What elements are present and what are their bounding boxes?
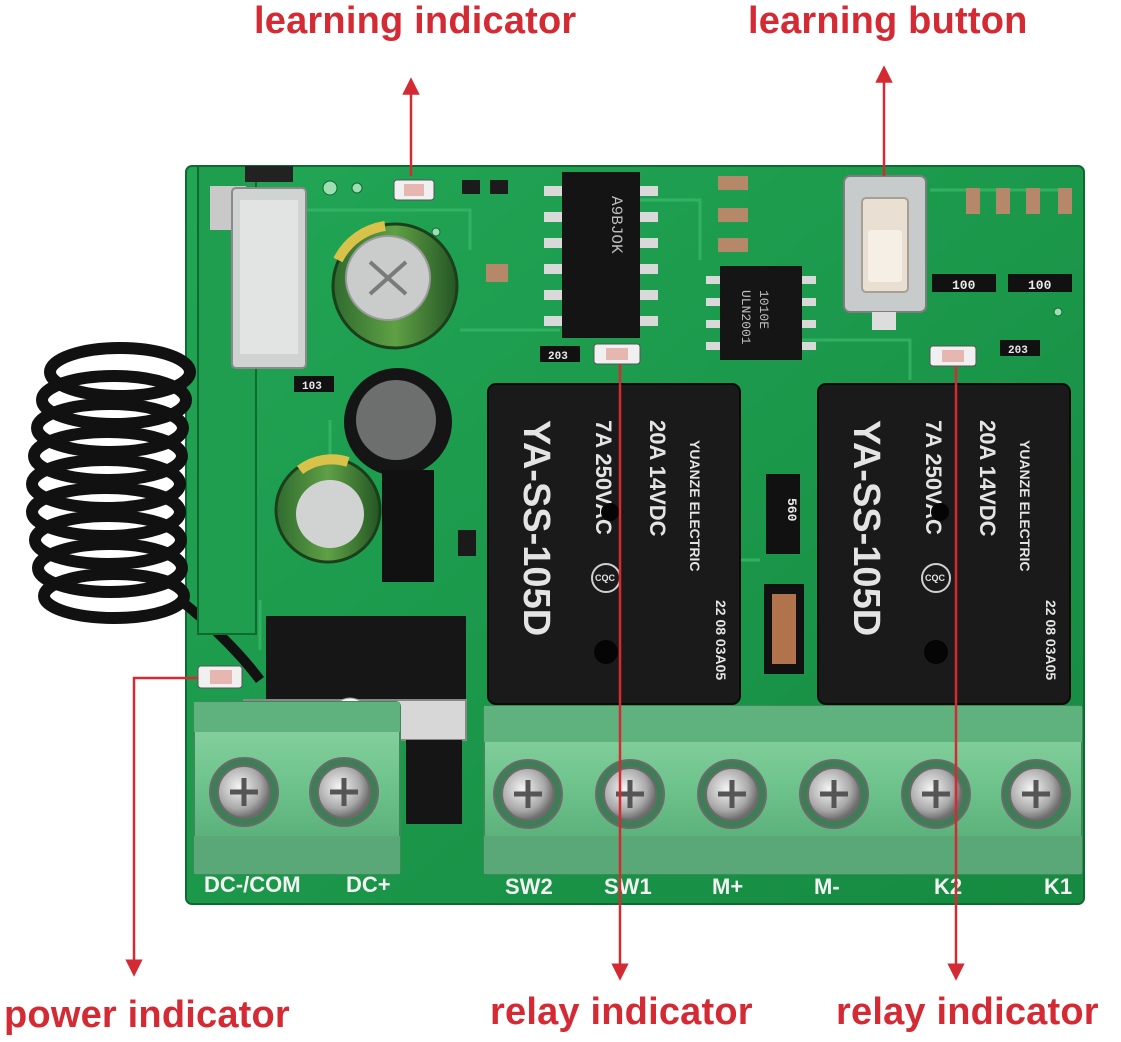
terminal-label-m-minus: M- xyxy=(814,874,840,899)
terminal-label-sw1: SW1 xyxy=(604,874,652,899)
svg-text:YUANZE ELECTRIC: YUANZE ELECTRIC xyxy=(1017,440,1033,571)
rf-module xyxy=(197,165,307,635)
relay-indicator-led-left xyxy=(593,343,641,365)
tantalum-cap xyxy=(764,584,804,674)
relay-left: YA-SS-105D 7A 250VAC 20A 14VDC YUANZE EL… xyxy=(487,383,741,705)
inductor xyxy=(344,368,452,582)
antenna-coil xyxy=(26,342,264,684)
driver-ic-code: 1010E xyxy=(756,290,771,329)
resistor-array-left: 100 xyxy=(932,274,996,293)
terminal-screws xyxy=(209,757,1071,829)
svg-text:YA-SS-105D: YA-SS-105D xyxy=(515,420,557,636)
relay-right: YA-SS-105D 7A 250VAC 20A 14VDC YUANZE EL… xyxy=(817,383,1071,705)
terminal-label-k1: K1 xyxy=(1044,874,1072,899)
driver-ic: 1010E ULN2001 xyxy=(706,266,816,360)
svg-text:YA-SS-105D: YA-SS-105D xyxy=(845,420,887,636)
relay-indicator-led-right xyxy=(929,345,977,367)
terminal-label-k2: K2 xyxy=(934,874,962,899)
svg-text:20A 14VDC: 20A 14VDC xyxy=(645,420,670,537)
relay-indicator-label-left: relay indicator xyxy=(490,991,753,1033)
learning-button-label: learning button xyxy=(748,0,1028,42)
resistor-array-right: 100 xyxy=(1008,274,1072,293)
relay-indicator-label-right: relay indicator xyxy=(836,991,1099,1033)
arrow-power-indicator xyxy=(125,676,198,977)
svg-text:22 08 03A05: 22 08 03A05 xyxy=(1043,600,1059,680)
capacitor-small xyxy=(274,454,382,564)
terminal-block-output xyxy=(483,705,1083,875)
svg-text:103: 103 xyxy=(302,381,322,393)
svg-text:100: 100 xyxy=(952,278,976,293)
svg-text:YUANZE ELECTRIC: YUANZE ELECTRIC xyxy=(687,440,703,571)
capacitor-large xyxy=(331,221,459,350)
power-indicator-label: power indicator xyxy=(4,994,290,1036)
smd-components xyxy=(458,176,1072,556)
terminal-label-dc-com: DC-/COM xyxy=(204,872,301,897)
main-ic: A9BJOK xyxy=(544,172,658,338)
svg-text:CQC: CQC xyxy=(595,573,616,583)
learning-indicator-led xyxy=(393,179,435,201)
terminal-label-sw2: SW2 xyxy=(505,874,553,899)
learning-button[interactable] xyxy=(843,175,927,330)
learning-indicator-label: learning indicator xyxy=(254,0,577,42)
svg-text:22 08 03A05: 22 08 03A05 xyxy=(713,600,729,680)
svg-text:203: 203 xyxy=(1008,345,1028,357)
driver-ic-part: ULN2001 xyxy=(738,290,753,345)
svg-text:CQC: CQC xyxy=(925,573,946,583)
terminal-label-m-plus: M+ xyxy=(712,874,743,899)
svg-text:100: 100 xyxy=(1028,278,1052,293)
resistor-203-left: 203 xyxy=(540,346,580,363)
main-ic-code: A9BJOK xyxy=(607,196,625,254)
resistor-560: 560 xyxy=(766,474,800,554)
resistor-203-right: 203 xyxy=(1000,340,1040,357)
svg-text:203: 203 xyxy=(548,351,568,363)
terminal-block-power xyxy=(193,701,401,875)
power-indicator-led xyxy=(197,665,243,689)
svg-text:20A 14VDC: 20A 14VDC xyxy=(975,420,1000,537)
terminal-label-dc-plus: DC+ xyxy=(346,872,391,897)
resistor-103: 103 xyxy=(294,376,334,393)
svg-text:560: 560 xyxy=(784,498,799,522)
callout-arrows xyxy=(125,65,965,981)
